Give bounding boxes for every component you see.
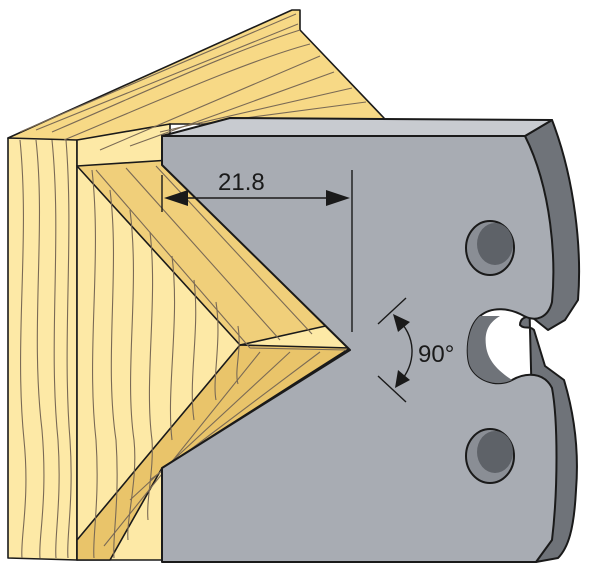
center-slot-shadow bbox=[467, 316, 512, 384]
mounting-hole-lower bbox=[465, 428, 515, 484]
angle-dimension-label: 90° bbox=[418, 341, 454, 368]
angle-extension-lower bbox=[377, 375, 407, 403]
wood-end-grain-lines bbox=[19, 139, 72, 559]
wood-workpiece bbox=[7, 9, 385, 561]
width-arrow-left bbox=[164, 190, 188, 206]
width-dimension bbox=[161, 170, 353, 332]
angle-extension-upper bbox=[377, 297, 407, 325]
angle-dimension bbox=[377, 297, 413, 403]
width-arrow-right bbox=[326, 190, 350, 206]
angle-arrow-upper bbox=[393, 314, 410, 332]
cutter-blade bbox=[161, 117, 581, 563]
mounting-hole-upper bbox=[465, 220, 515, 276]
angle-arrow-lower bbox=[395, 370, 410, 388]
blade-top-face bbox=[161, 117, 553, 137]
width-dimension-label: 21.8 bbox=[218, 169, 265, 196]
